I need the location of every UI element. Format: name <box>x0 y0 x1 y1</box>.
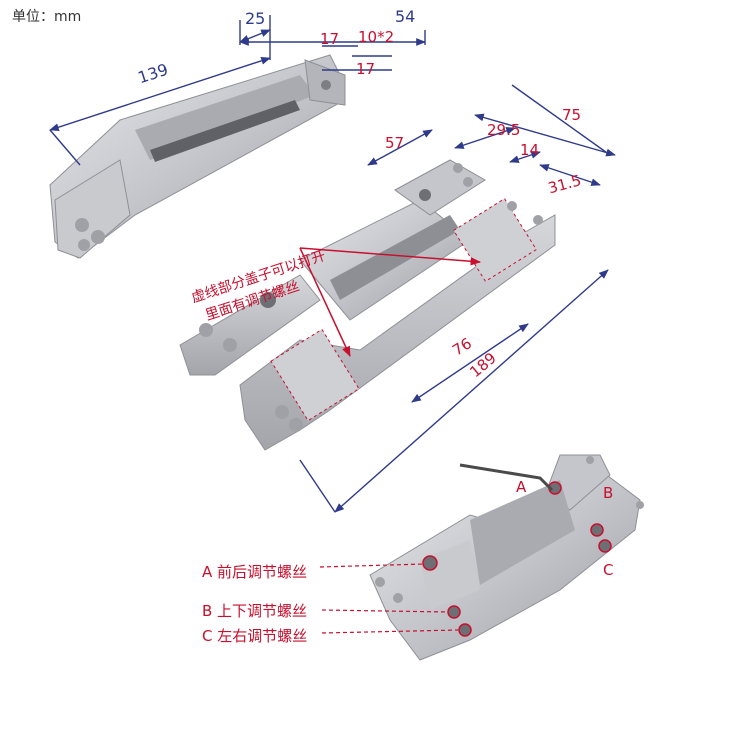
dim-line-57 <box>367 129 433 166</box>
dim-label-54: 54 <box>395 7 415 26</box>
callout-b-marker: B <box>603 484 613 502</box>
dim-label-29-5: 29.5 <box>487 121 520 139</box>
callout-a-description: A 前后调节螺丝 <box>202 563 307 581</box>
dim-label-25: 25 <box>245 9 265 28</box>
dim-label-17-bottom: 17 <box>356 60 375 78</box>
dim-line-75 <box>474 113 616 157</box>
dim-label-57: 57 <box>385 134 404 152</box>
callout-a-marker: A <box>516 478 527 496</box>
dim-label-75: 75 <box>562 106 581 124</box>
dim-line-139 <box>49 57 271 131</box>
callout-b-description: B 上下调节螺丝 <box>202 602 307 620</box>
closed-hinge-illustration <box>49 54 346 259</box>
unit-label: 单位：mm <box>12 9 82 25</box>
dim-label-189: 189 <box>466 349 500 381</box>
dim-label-17-top: 17 <box>320 30 339 48</box>
callout-c-marker: C <box>603 561 613 579</box>
dim-label-14: 14 <box>520 141 539 159</box>
dim-label-31-5: 31.5 <box>546 171 583 197</box>
dim-label-139: 139 <box>135 60 170 88</box>
callout-c-description: C 左右调节螺丝 <box>202 627 307 645</box>
dim-label-10x2: 10*2 <box>358 28 394 46</box>
dim-line-189 <box>334 269 609 513</box>
dim-line-31-5 <box>539 164 601 186</box>
dim-label-76: 76 <box>449 334 475 359</box>
